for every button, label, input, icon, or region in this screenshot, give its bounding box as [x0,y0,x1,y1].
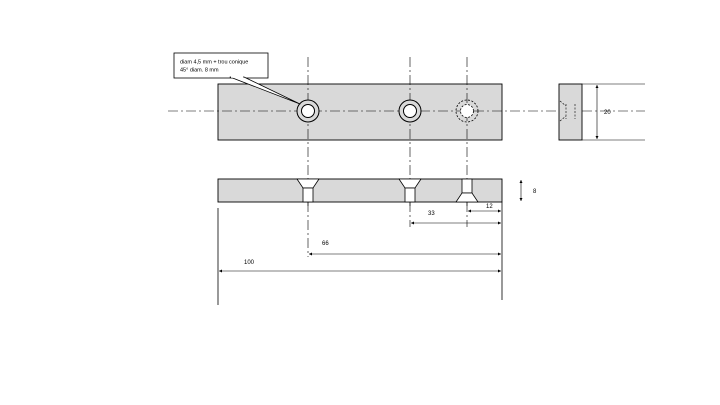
side-view: 20 [558,83,645,141]
hole-callout: diam 4,5 mm + trou conique 45° diam. 8 m… [173,52,301,105]
dim-20-label: 20 [604,110,611,116]
hole-3-section [455,178,479,203]
top-view-bar [217,83,503,141]
dim-12-label: 12 [486,204,493,210]
callout-line-1: diam 4,5 mm + trou conique [180,60,248,66]
dim-33-label: 33 [428,211,435,217]
hole-1-section [296,178,320,203]
hole-2-section [398,178,422,203]
hole-3-top [455,99,479,123]
hole-1-top [296,99,320,123]
dim-66-label: 66 [322,241,329,247]
callout-line-2: 45° diam. 8 mm [180,68,219,74]
front-view-bar [217,178,503,203]
hole-2-top [398,99,422,123]
side-view-block [558,83,583,141]
dim-8-label: 8 [533,189,537,195]
front-view: 8 12 33 66 100 [217,178,537,305]
side-hidden-hole [559,100,576,122]
dim-100-label: 100 [244,260,255,266]
